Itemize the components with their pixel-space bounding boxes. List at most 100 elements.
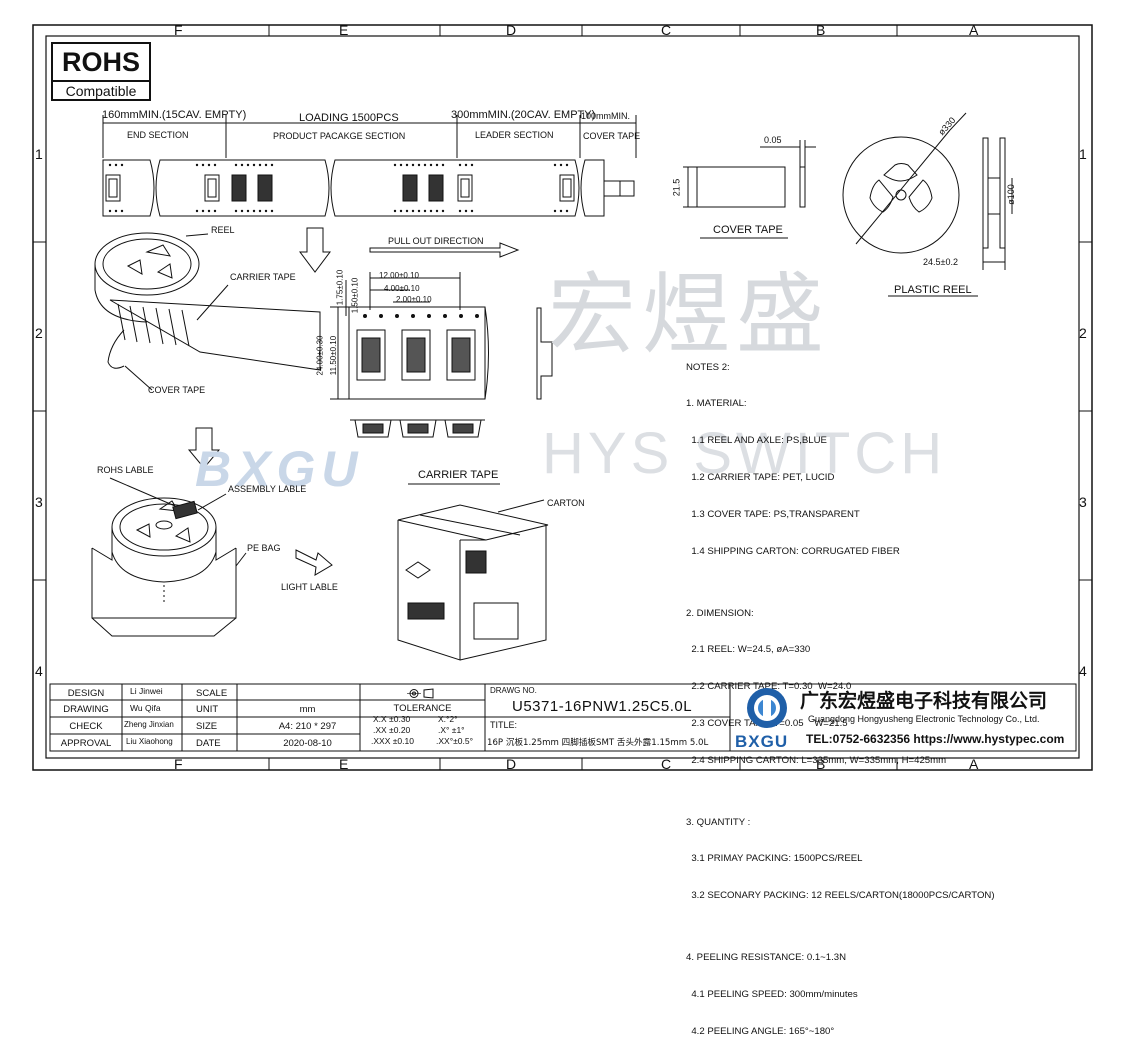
dim-1-75: 1.75±0.10 (335, 269, 345, 306)
label-reel: REEL (211, 225, 235, 235)
company-name-en: Guangdong Hongyusheng Electronic Technol… (808, 714, 1040, 724)
tb-tol-6: .XX°±0.5° (436, 736, 473, 746)
label-pull-out: PULL OUT DIRECTION (388, 236, 484, 246)
note-line: 4.2 PEELING ANGLE: 165°~180° (686, 1025, 835, 1037)
zone-bottom-d: D (506, 756, 517, 772)
note-line: 1.4 SHIPPING CARTON: CORRUGATED FIBER (686, 546, 900, 558)
label-carton: CARTON (547, 498, 585, 508)
note-line: 1.3 COVER TAPE: PS,TRANSPARENT (686, 509, 860, 521)
reel-dia-hub: ø100 (1005, 184, 1016, 205)
cover-tape-view (683, 140, 816, 239)
tb-name-check: Zheng Jinxian (124, 720, 174, 729)
rohs-title: ROHS (61, 47, 140, 77)
zone-bottom-e: E (339, 756, 349, 772)
zone-top-b: B (816, 22, 826, 38)
note-line: 4. PEELING RESISTANCE: 0.1~1.3N (686, 951, 847, 963)
tb-key-size: SIZE (196, 721, 218, 732)
label-assembly-lable: ASSEMBLY LABLE (228, 484, 307, 494)
zone-left-4: 4 (35, 663, 43, 679)
label-light-lable: LIGHT LABLE (281, 582, 338, 592)
tb-name-design: Li Jinwei (130, 686, 163, 696)
zone-right-3: 3 (1079, 494, 1087, 510)
cover-width: 21.5 (671, 178, 682, 197)
dim-loading: LOADING 1500PCS (299, 112, 399, 124)
zone-top-f: F (174, 22, 183, 38)
note-line: 1.2 CARRIER TAPE: PET, LUCID (686, 472, 835, 484)
dim-cover: 100mmMIN. (581, 111, 631, 121)
drawing-sheet (32, 24, 1093, 771)
tb-val-size: A4: 210 * 297 (278, 721, 337, 732)
tape-strip (102, 115, 637, 217)
zone-bottom-f: F (174, 756, 183, 772)
tb-tol-5: .XXX ±0.10 (371, 736, 414, 746)
rohs-badge: ROHS Compatible (51, 42, 151, 101)
sec-leader: LEADER SECTION (475, 130, 554, 140)
tb-role-approval: APPROVAL (60, 738, 112, 749)
tb-drawing-no-label: DRAWG NO. (490, 686, 537, 695)
zone-bottom-b: B (816, 756, 826, 772)
zone-left-2: 2 (35, 325, 43, 341)
label-pe-bag: PE BAG (247, 543, 281, 553)
note-line: 4.1 PEELING SPEED: 300mm/minutes (686, 988, 858, 1000)
dim-leader: 300mmMIN.(20CAV. EMPTY) (451, 109, 596, 121)
tb-tol-4: .X° ±1° (438, 725, 465, 735)
rohs-compatible: Compatible (53, 80, 149, 99)
note-line: 1. MATERIAL: (686, 398, 747, 410)
tb-val-date: 2020-08-10 (283, 738, 332, 749)
tb-key-unit: UNIT (196, 704, 219, 715)
tb-name-approval: Liu Xiaohong (126, 737, 173, 746)
zone-right-4: 4 (1079, 663, 1087, 679)
plastic-reel-title: PLASTIC REEL (894, 284, 972, 296)
note-line: 2.1 REEL: W=24.5, øA=330 (686, 644, 811, 656)
note-line: 3.1 PRIMAY PACKING: 1500PCS/REEL (686, 853, 863, 865)
company-contact: TEL:0752-6632356 https://www.hystypec.co… (806, 732, 1065, 746)
watermark-cn: 宏煜盛 (548, 263, 831, 366)
dim-1-5: 1.50±0.10 (350, 277, 360, 314)
plastic-reel-view (842, 112, 1013, 297)
tb-val-unit: mm (299, 704, 316, 715)
packing-views (91, 427, 549, 661)
zone-top-a: A (969, 22, 979, 38)
sec-cover: COVER TAPE (583, 131, 641, 141)
note-line: 2.4 SHIPPING CARTON: L=335mm, W=335mm, H… (686, 755, 947, 767)
zone-bottom-a: A (969, 756, 979, 772)
company-name-cn: 广东宏煜盛电子科技有限公司 (800, 690, 1048, 712)
watermark-logo: BXGU (195, 441, 364, 497)
zone-right-1: 1 (1079, 146, 1087, 162)
zone-right-2: 2 (1079, 325, 1087, 341)
note-line: 3.2 SECONARY PACKING: 12 REELS/CARTON(18… (686, 890, 995, 902)
tb-name-drawing: Wu Qifa (130, 703, 161, 713)
dim-12: 12.00±0.10 (379, 271, 419, 280)
tb-role-check: CHECK (69, 721, 103, 732)
tb-tol-2: X.°2° (438, 714, 458, 724)
tb-title: 16P 沉板1.25mm 四脚插板SMT 舌头外露1.15mm 5.0L (487, 738, 709, 748)
tb-tolerance-label: TOLERANCE (393, 703, 452, 714)
carrier-tape-title: CARRIER TAPE (418, 469, 499, 481)
sec-end: END SECTION (127, 130, 189, 140)
label-cover-tape-iso: COVER TAPE (148, 385, 206, 395)
reel-width: 24.5±0.2 (923, 257, 958, 267)
dim-4: 4.00±0.10 (384, 284, 420, 293)
note-line: NOTES 2: (686, 361, 730, 373)
dim-2: 2.00±0.10 (396, 295, 432, 304)
zone-top-d: D (506, 22, 517, 38)
tb-role-design: DESIGN (67, 688, 105, 699)
projection-icon (407, 686, 437, 699)
company-logo-icon (745, 686, 789, 730)
carrier-tape-detail (330, 272, 553, 485)
tb-tol-3: .XX ±0.20 (373, 725, 411, 735)
tb-key-scale: SCALE (196, 688, 228, 699)
zone-left-3: 3 (35, 494, 43, 510)
tb-drawing-no: U5371-16PNW1.25C5.0L (512, 698, 693, 715)
zone-top-c: C (661, 22, 672, 38)
sec-product: PRODUCT PACAKGE SECTION (273, 131, 406, 141)
dim-24: 24.00±0.30 (315, 335, 325, 376)
reel-isometric (94, 227, 520, 391)
tb-key-date: DATE (196, 738, 221, 749)
tb-title-label: TITLE: (490, 720, 518, 730)
note-line: 2. DIMENSION: (686, 607, 754, 619)
zone-left-1: 1 (35, 146, 43, 162)
note-line: 1.1 REEL AND AXLE: PS,BLUE (686, 435, 827, 447)
watermark-en: HYS SWITCH (542, 421, 947, 486)
label-carrier-tape-iso: CARRIER TAPE (230, 272, 296, 282)
